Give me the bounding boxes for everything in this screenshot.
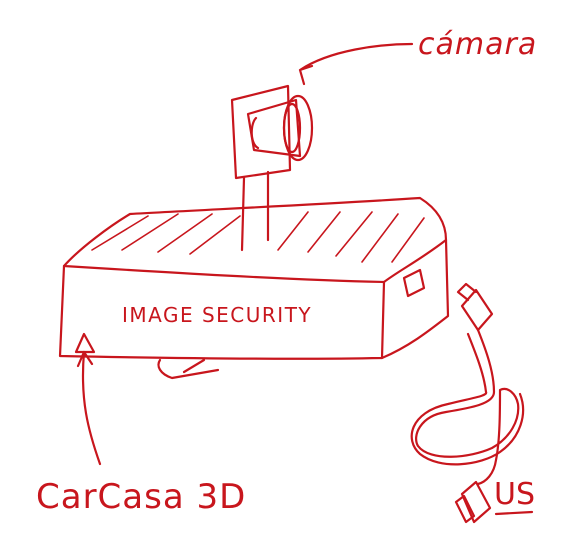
camera-label: cámara <box>418 27 537 62</box>
device-front-label: IMAGE SECURITY <box>122 303 312 327</box>
device-box <box>58 196 450 380</box>
usb-cable <box>410 282 525 524</box>
casing-arrow <box>76 350 102 466</box>
usb-underline <box>494 510 534 516</box>
usb-label: US <box>494 477 535 512</box>
casing-label: CarCasa 3D <box>36 477 246 517</box>
camera-mount <box>230 84 314 252</box>
camera-arrow <box>298 42 414 86</box>
